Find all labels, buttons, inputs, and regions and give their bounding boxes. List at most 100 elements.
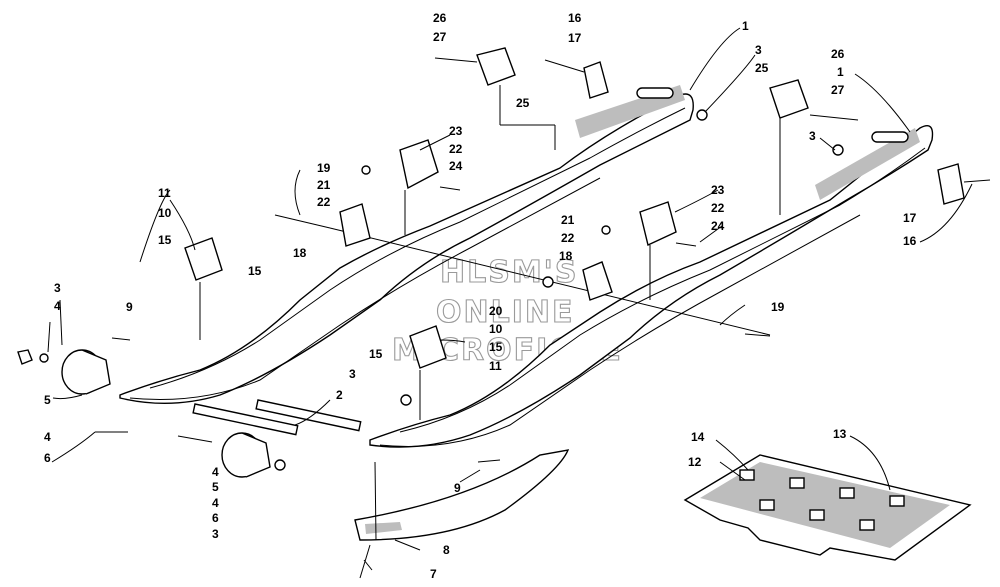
callout-13: 13 bbox=[833, 427, 847, 441]
bolt-icon bbox=[439, 186, 461, 191]
callout-1: 1 bbox=[837, 65, 844, 79]
wear-strip bbox=[354, 449, 570, 541]
leader-lines bbox=[47, 27, 973, 571]
callout-11: 11 bbox=[489, 359, 502, 373]
callout-labels: 1 1 2 3 3 3 3 3 4 4 4 4 5 5 6 6 7 8 9 9 … bbox=[44, 11, 917, 581]
callout-10: 10 bbox=[489, 322, 503, 336]
callout-25: 25 bbox=[516, 96, 530, 110]
callout-18: 18 bbox=[559, 249, 573, 263]
callout-10: 10 bbox=[158, 206, 172, 220]
callout-22: 22 bbox=[317, 195, 331, 209]
callout-5: 5 bbox=[44, 393, 51, 407]
callout-3: 3 bbox=[54, 281, 61, 295]
callout-16: 16 bbox=[568, 11, 582, 25]
clamp-bolt bbox=[544, 59, 585, 73]
bumper-block-right bbox=[409, 325, 447, 369]
washer-icon bbox=[601, 225, 611, 235]
callout-5: 5 bbox=[212, 480, 219, 494]
watermark-line-2: ONLINE bbox=[436, 295, 575, 330]
callout-21: 21 bbox=[317, 178, 331, 192]
callout-17: 17 bbox=[903, 211, 917, 225]
nut-icon bbox=[832, 144, 844, 156]
rail-slot bbox=[636, 87, 674, 99]
callout-24: 24 bbox=[711, 219, 725, 233]
wheel-right bbox=[221, 432, 271, 478]
cross-shaft-bolt bbox=[274, 214, 331, 229]
bolt-icon bbox=[744, 333, 771, 337]
hardware bbox=[17, 109, 844, 579]
nut-icon bbox=[274, 459, 286, 471]
axle-tube bbox=[255, 399, 362, 432]
washer-icon bbox=[361, 165, 371, 175]
callout-2: 2 bbox=[336, 388, 343, 402]
callout-4: 4 bbox=[44, 430, 51, 444]
callout-3: 3 bbox=[349, 367, 356, 381]
callout-23: 23 bbox=[449, 124, 463, 138]
callout-18: 18 bbox=[293, 246, 307, 260]
pivot-block-left bbox=[434, 47, 516, 86]
callout-3: 3 bbox=[755, 43, 762, 57]
clamp-bolt bbox=[963, 179, 991, 183]
callout-12: 12 bbox=[688, 455, 702, 469]
callout-27: 27 bbox=[831, 83, 845, 97]
callout-26: 26 bbox=[433, 11, 447, 25]
slide-rail-left bbox=[119, 85, 694, 405]
stop-block-right bbox=[639, 201, 677, 246]
callout-24: 24 bbox=[449, 159, 463, 173]
bracket-right bbox=[582, 261, 613, 301]
callout-19: 19 bbox=[771, 300, 785, 314]
callout-14: 14 bbox=[691, 430, 705, 444]
callout-22: 22 bbox=[561, 231, 575, 245]
callout-3: 3 bbox=[212, 527, 219, 541]
callout-21: 21 bbox=[561, 213, 575, 227]
callout-15: 15 bbox=[248, 264, 262, 278]
callout-15: 15 bbox=[489, 340, 503, 354]
callout-17: 17 bbox=[568, 31, 582, 45]
callout-15: 15 bbox=[369, 347, 383, 361]
callout-11: 11 bbox=[158, 186, 171, 200]
callout-9: 9 bbox=[454, 481, 461, 495]
stop-block-left bbox=[399, 139, 439, 190]
callout-4: 4 bbox=[212, 465, 219, 479]
callout-25: 25 bbox=[755, 61, 769, 75]
callout-23: 23 bbox=[711, 183, 725, 197]
nut-icon bbox=[17, 349, 33, 365]
bolt-icon bbox=[477, 459, 501, 463]
nut-icon bbox=[542, 276, 554, 288]
pivot-block-right bbox=[769, 79, 859, 121]
callout-4: 4 bbox=[54, 299, 61, 313]
axle-tube bbox=[192, 403, 299, 436]
bolt-icon bbox=[675, 242, 697, 247]
callout-16: 16 bbox=[903, 234, 917, 248]
slide-rail-right bbox=[369, 125, 934, 448]
callout-15: 15 bbox=[158, 233, 172, 247]
callout-6: 6 bbox=[44, 451, 51, 465]
axle-tubes bbox=[192, 399, 362, 436]
callout-20: 20 bbox=[489, 304, 503, 318]
callout-19: 19 bbox=[317, 161, 331, 175]
callout-4: 4 bbox=[212, 496, 219, 510]
callout-8: 8 bbox=[443, 543, 450, 557]
bolt-icon bbox=[177, 435, 213, 443]
track-section bbox=[683, 454, 972, 561]
nut-icon bbox=[696, 109, 708, 121]
clamp-right bbox=[937, 163, 965, 205]
bumper-block-left bbox=[184, 237, 223, 281]
bracket-left bbox=[339, 203, 371, 247]
rail-slot bbox=[871, 131, 909, 143]
callout-6: 6 bbox=[212, 511, 219, 525]
washer-icon bbox=[39, 353, 49, 363]
wheel-left bbox=[61, 349, 111, 395]
callout-1: 1 bbox=[742, 19, 749, 33]
nut-icon bbox=[400, 394, 412, 406]
clamp-left bbox=[583, 61, 609, 99]
callout-3: 3 bbox=[809, 129, 816, 143]
callout-26: 26 bbox=[831, 47, 845, 61]
callout-7: 7 bbox=[430, 567, 437, 581]
callout-9: 9 bbox=[126, 300, 133, 314]
callout-27: 27 bbox=[433, 30, 447, 44]
callout-22: 22 bbox=[711, 201, 725, 215]
bolt-icon bbox=[111, 337, 131, 341]
